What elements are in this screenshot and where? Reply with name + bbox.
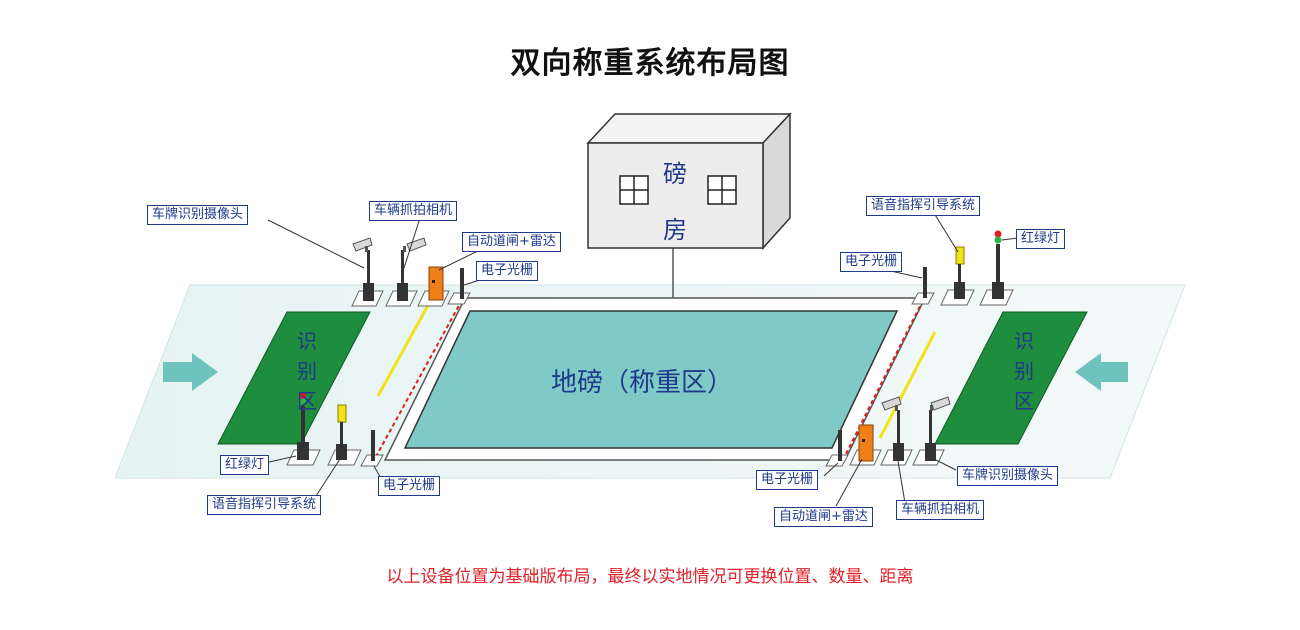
label-light-curtain-bottom-right: 电子光栅 xyxy=(756,470,819,490)
light-curtain-beam-right xyxy=(841,299,924,463)
light-curtain-bottom-right-icon xyxy=(838,430,842,461)
label-light-curtain-top-left: 电子光栅 xyxy=(476,261,539,281)
light-curtain-bottom-left-icon xyxy=(371,430,375,461)
label-voice-guide-top-right: 语音指挥引导系统 xyxy=(866,196,981,216)
arrow-right-icon xyxy=(163,353,218,391)
plate-camera-top-left-icon xyxy=(352,237,374,301)
barrier-gate-top-left-icon xyxy=(428,266,444,301)
footer-note: 以上设备位置为基础版布局，最终以实地情况可更换位置、数量、距离 xyxy=(386,567,914,587)
label-voice-guide-bottom-left: 语音指挥引导系统 xyxy=(207,495,322,515)
barrier-arm-left xyxy=(376,297,434,397)
building-label-bottom: 房 xyxy=(663,216,687,244)
scale-platform xyxy=(403,310,899,449)
plate-camera-bottom-right-icon xyxy=(925,396,951,461)
label-traffic-light-top-right: 红绿灯 xyxy=(1016,229,1066,249)
label-light-curtain-bottom-left: 电子光栅 xyxy=(378,476,441,496)
label-light-curtain-top-right: 电子光栅 xyxy=(840,252,903,272)
page-title: 双向称重系统布局图 xyxy=(510,46,790,81)
window-right xyxy=(707,175,737,205)
traffic-light-top-right-icon xyxy=(992,230,1004,299)
arrow-left-icon xyxy=(1075,353,1128,391)
window-left xyxy=(619,175,649,205)
label-traffic-light-bottom-left: 红绿灯 xyxy=(220,455,270,475)
barrier-gate-bottom-right-icon xyxy=(858,424,874,462)
building-label-top: 磅 xyxy=(663,160,687,188)
voice-guide-top-right-icon xyxy=(954,246,965,299)
recognition-zone-left-label: 识 别 区 xyxy=(297,329,317,413)
label-plate-camera-bottom-right: 车牌识别摄像头 xyxy=(957,466,1059,486)
voice-guide-bottom-left-icon xyxy=(336,404,347,460)
label-barrier-radar-bottom-right: 自动道闸+雷达 xyxy=(774,507,873,527)
light-curtain-top-right-icon xyxy=(923,267,927,298)
label-barrier-radar-top-left: 自动道闸+雷达 xyxy=(462,232,561,252)
weigh-house xyxy=(586,112,792,250)
leader-lines xyxy=(267,212,1019,507)
vehicle-camera-top-left-icon xyxy=(397,237,427,301)
label-vehicle-camera-top-left: 车辆抓拍相机 xyxy=(369,201,458,221)
barrier-arm-right xyxy=(878,331,937,439)
vehicle-camera-bottom-right-icon xyxy=(881,396,904,461)
recognition-zone-right xyxy=(934,311,1088,445)
recognition-zone-right-label: 识 别 区 xyxy=(1014,329,1034,413)
light-curtain-beam-left xyxy=(372,299,463,463)
label-plate-camera-top-left: 车牌识别摄像头 xyxy=(147,205,249,225)
label-vehicle-camera-bottom-right: 车辆抓拍相机 xyxy=(896,500,985,520)
platform-label: 地磅（称重区） xyxy=(551,368,734,398)
light-curtain-top-left-icon xyxy=(460,268,464,299)
traffic-light-bottom-left-icon xyxy=(297,392,309,460)
